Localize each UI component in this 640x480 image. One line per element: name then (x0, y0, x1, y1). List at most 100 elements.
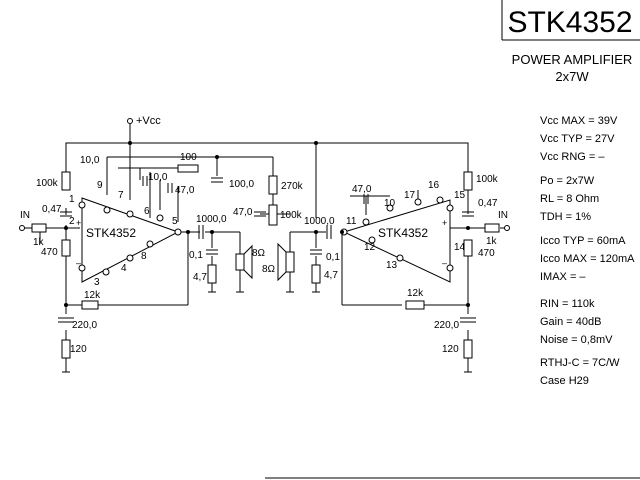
pin-14: 14 (454, 242, 466, 253)
svg-text:470: 470 (478, 248, 495, 259)
right-speaker-icon: 8Ω (262, 242, 295, 282)
pin-1: 1 (69, 194, 75, 205)
spec-icco-typ: Icco TYP = 60mA (540, 235, 626, 247)
right-input-label: IN (498, 210, 508, 221)
svg-text:120: 120 (70, 344, 87, 355)
right-amplifier-ic: STK4352 + – (340, 196, 454, 283)
pin-13: 13 (386, 260, 398, 271)
resistor-100k-left (61, 171, 71, 191)
svg-text:270k: 270k (281, 181, 304, 192)
resistor-1k-left (31, 223, 47, 233)
title-block: STK4352 POWER AMPLIFIER 2x7W (501, 0, 640, 84)
resistor-100 (177, 164, 199, 173)
spec-vcc-max: Vcc MAX = 39V (540, 115, 618, 127)
junctions (64, 141, 470, 307)
svg-text:8Ω: 8Ω (252, 248, 266, 259)
resistor-12k-right (405, 300, 425, 310)
svg-text:1k: 1k (33, 237, 45, 248)
resistor-4-7-left (207, 264, 217, 284)
wiring (24, 142, 505, 372)
svg-text:47,0: 47,0 (175, 185, 195, 196)
resistor-100k-mid (268, 204, 278, 226)
resistor-470-left (61, 239, 71, 257)
spec-rin: RIN = 110k (540, 298, 595, 310)
resistor-120-left (61, 339, 71, 359)
svg-text:0,47: 0,47 (42, 204, 62, 215)
svg-text:+: + (442, 218, 447, 228)
resistor-120-right (463, 339, 473, 359)
spec-vcc-typ: Vcc TYP = 27V (540, 133, 615, 145)
left-ic-label: STK4352 (86, 226, 136, 240)
spec-icco-max: Icco MAX = 120mA (540, 253, 635, 265)
spec-po: Po = 2x7W (540, 175, 595, 187)
pin-16: 16 (428, 180, 440, 191)
spec-imax: IMAX = – (540, 271, 586, 283)
svg-text:4,7: 4,7 (324, 270, 338, 281)
spec-gain: Gain = 40dB (540, 316, 601, 328)
pin-2: 2 (69, 216, 75, 227)
svg-text:1000,0: 1000,0 (304, 216, 335, 227)
spec-noise: Noise = 0,8mV (540, 334, 613, 346)
spec-list: Vcc MAX = 39V Vcc TYP = 27V Vcc RNG = – … (540, 115, 635, 387)
svg-text:100,0: 100,0 (229, 179, 254, 190)
right-pin-labels: 10 11 12 13 14 15 16 17 (346, 180, 466, 271)
svg-text:8Ω: 8Ω (262, 264, 276, 275)
spec-tdh: TDH = 1% (540, 211, 591, 223)
pin-15: 15 (454, 190, 466, 201)
svg-text:47,0: 47,0 (233, 207, 253, 218)
pin-11: 11 (346, 216, 357, 227)
right-resistors: 100k 1k 470 12k 120 4,7 (311, 171, 500, 359)
spec-rl: RL = 8 Ohm (540, 193, 599, 205)
ground-symbols (62, 291, 472, 373)
pin-8: 8 (141, 251, 147, 262)
left-pin-labels: 1 2 3 4 5 6 7 8 9 (69, 180, 178, 288)
svg-text:0,47: 0,47 (478, 198, 498, 209)
right-input: IN (498, 210, 510, 231)
svg-text:10,0: 10,0 (148, 172, 168, 183)
svg-text:100k: 100k (36, 178, 59, 189)
title-line2: 2x7W (555, 69, 589, 84)
svg-text:220,0: 220,0 (72, 320, 97, 331)
resistor-270k (268, 175, 278, 195)
pin-4: 4 (121, 263, 127, 274)
pin-5: 5 (172, 216, 178, 227)
supply-node: +Vcc (127, 115, 161, 157)
spec-rthj: RTHJ-C = 7C/W (540, 357, 620, 369)
pin-6: 6 (144, 206, 150, 217)
svg-text:100k: 100k (476, 174, 499, 185)
left-input-label: IN (20, 210, 30, 221)
supply-label: +Vcc (136, 115, 161, 127)
title-line1: POWER AMPLIFIER (512, 52, 633, 67)
svg-text:100k: 100k (280, 210, 303, 221)
svg-text:120: 120 (442, 344, 459, 355)
svg-text:12k: 12k (407, 288, 424, 299)
svg-text:470: 470 (41, 247, 58, 258)
left-input: IN (19, 210, 30, 231)
pin-10: 10 (384, 198, 396, 209)
svg-text:100: 100 (180, 152, 197, 163)
resistor-1k-right (484, 223, 500, 233)
spec-vcc-rng: Vcc RNG = – (540, 151, 605, 163)
title-part: STK4352 (507, 6, 632, 39)
left-speaker-icon: 8Ω (235, 244, 266, 280)
pin-9: 9 (97, 180, 103, 191)
resistor-12k-left (81, 300, 99, 310)
svg-text:47,0: 47,0 (352, 184, 372, 195)
svg-text:220,0: 220,0 (434, 320, 459, 331)
resistor-100k-right (463, 171, 473, 191)
left-amplifier-ic: STK4352 + – (76, 197, 182, 283)
right-capacitors: 47,0 0,47 1000,0 0,1 220,0 (304, 184, 498, 331)
spec-case: Case H29 (540, 375, 589, 387)
pin-12: 12 (364, 242, 376, 253)
right-ic-label: STK4352 (378, 226, 428, 240)
svg-text:0,1: 0,1 (189, 250, 203, 261)
svg-text:10,0: 10,0 (80, 155, 100, 166)
svg-text:4,7: 4,7 (193, 272, 207, 283)
svg-text:12k: 12k (84, 290, 101, 301)
left-resistors: 100k 100 270k 100k 1k 470 12k 120 4,7 (31, 152, 304, 359)
svg-text:–: – (442, 258, 447, 268)
pin-3: 3 (94, 277, 100, 288)
svg-text:1k: 1k (486, 236, 498, 247)
svg-text:0,1: 0,1 (326, 252, 340, 263)
